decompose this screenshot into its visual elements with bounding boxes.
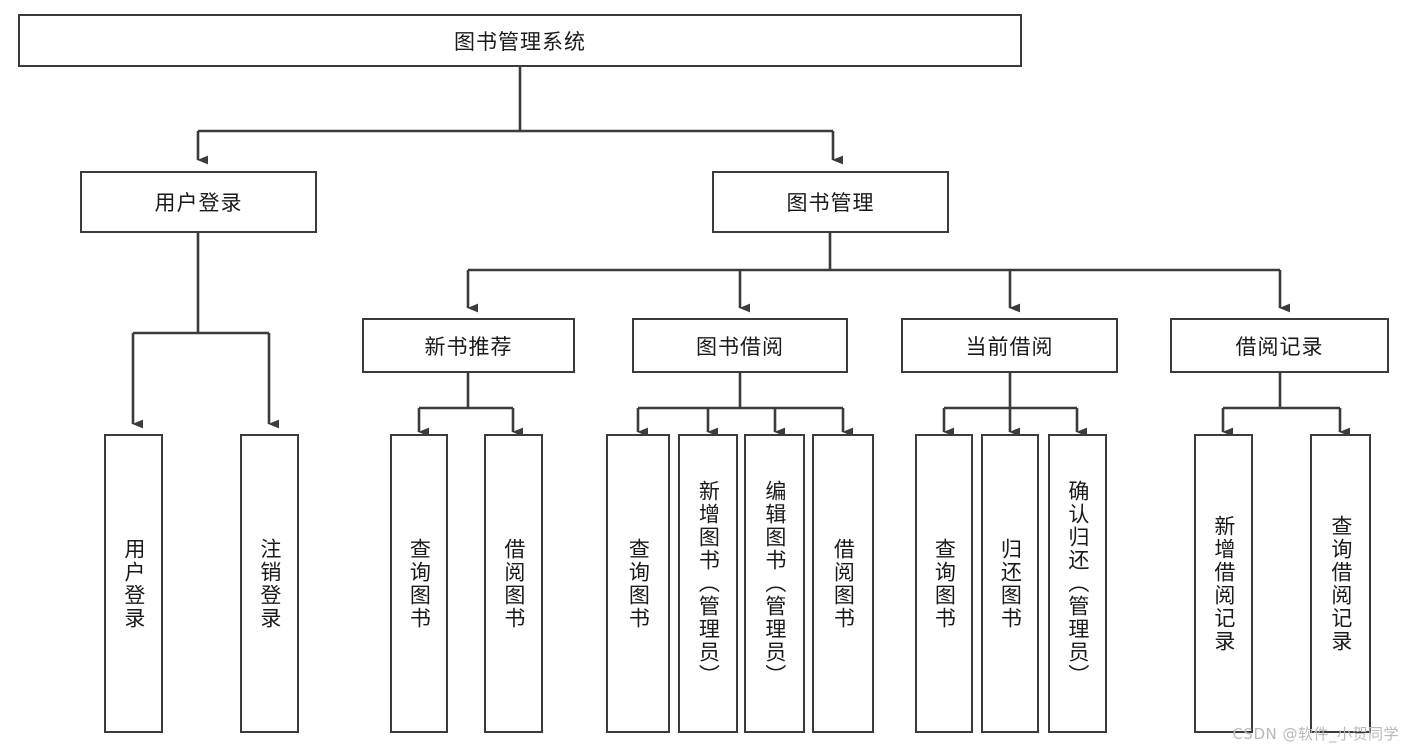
node-leaf-add-book-admin[interactable]: 新增图书（管理员） bbox=[678, 434, 738, 733]
node-label: 查询图书 bbox=[626, 537, 651, 630]
node-leaf-query-borrow-record[interactable]: 查询借阅记录 bbox=[1310, 434, 1371, 733]
node-label: 归还图书 bbox=[998, 537, 1023, 630]
node-label: 借阅记录 bbox=[1235, 334, 1324, 359]
node-label: 查询图书 bbox=[407, 537, 432, 630]
node-leaf-confirm-return-admin[interactable]: 确认归还（管理员） bbox=[1048, 434, 1107, 733]
node-leaf-lend-book[interactable]: 借阅图书 bbox=[812, 434, 874, 733]
node-label: 查询借阅记录 bbox=[1328, 514, 1353, 653]
node-leaf-return-book[interactable]: 归还图书 bbox=[981, 434, 1039, 733]
node-label: 图书管理系统 bbox=[454, 29, 586, 54]
node-user-login[interactable]: 用户登录 bbox=[80, 171, 317, 233]
node-leaf-query-book-borrow[interactable]: 查询图书 bbox=[606, 434, 670, 733]
node-leaf-query-book-recommend[interactable]: 查询图书 bbox=[390, 434, 448, 733]
node-root-book-management-system[interactable]: 图书管理系统 bbox=[18, 14, 1022, 67]
node-borrowing-record[interactable]: 借阅记录 bbox=[1170, 318, 1389, 373]
node-leaf-query-book-current[interactable]: 查询图书 bbox=[915, 434, 973, 733]
node-leaf-edit-book-admin[interactable]: 编辑图书（管理员） bbox=[744, 434, 805, 733]
node-label: 借阅图书 bbox=[831, 537, 856, 630]
node-label: 借阅图书 bbox=[501, 537, 526, 630]
node-label: 新增图书（管理员） bbox=[696, 480, 721, 687]
node-label: 查询图书 bbox=[932, 537, 957, 630]
node-book-borrowing[interactable]: 图书借阅 bbox=[632, 318, 848, 373]
watermark-text: CSDN @软件_小贺同学 bbox=[1232, 725, 1399, 743]
node-label: 编辑图书（管理员） bbox=[762, 480, 787, 687]
node-label: 新增借阅记录 bbox=[1211, 514, 1236, 653]
node-label: 图书管理 bbox=[786, 191, 875, 215]
node-label: 注销登录 bbox=[257, 537, 282, 630]
node-label: 图书借阅 bbox=[696, 334, 784, 359]
node-label: 用户登录 bbox=[154, 191, 243, 215]
node-label: 用户登录 bbox=[121, 537, 146, 630]
node-label: 当前借阅 bbox=[965, 334, 1054, 359]
node-leaf-add-borrow-record[interactable]: 新增借阅记录 bbox=[1194, 434, 1253, 733]
node-new-book-recommendation[interactable]: 新书推荐 bbox=[362, 318, 575, 373]
node-leaf-user-login[interactable]: 用户登录 bbox=[104, 434, 163, 733]
node-label: 确认归还（管理员） bbox=[1065, 480, 1090, 687]
node-leaf-logout[interactable]: 注销登录 bbox=[240, 434, 299, 733]
node-label: 新书推荐 bbox=[424, 334, 513, 359]
node-leaf-borrow-book-recommend[interactable]: 借阅图书 bbox=[484, 434, 543, 733]
node-current-borrowing[interactable]: 当前借阅 bbox=[901, 318, 1118, 373]
node-book-management[interactable]: 图书管理 bbox=[712, 171, 949, 233]
